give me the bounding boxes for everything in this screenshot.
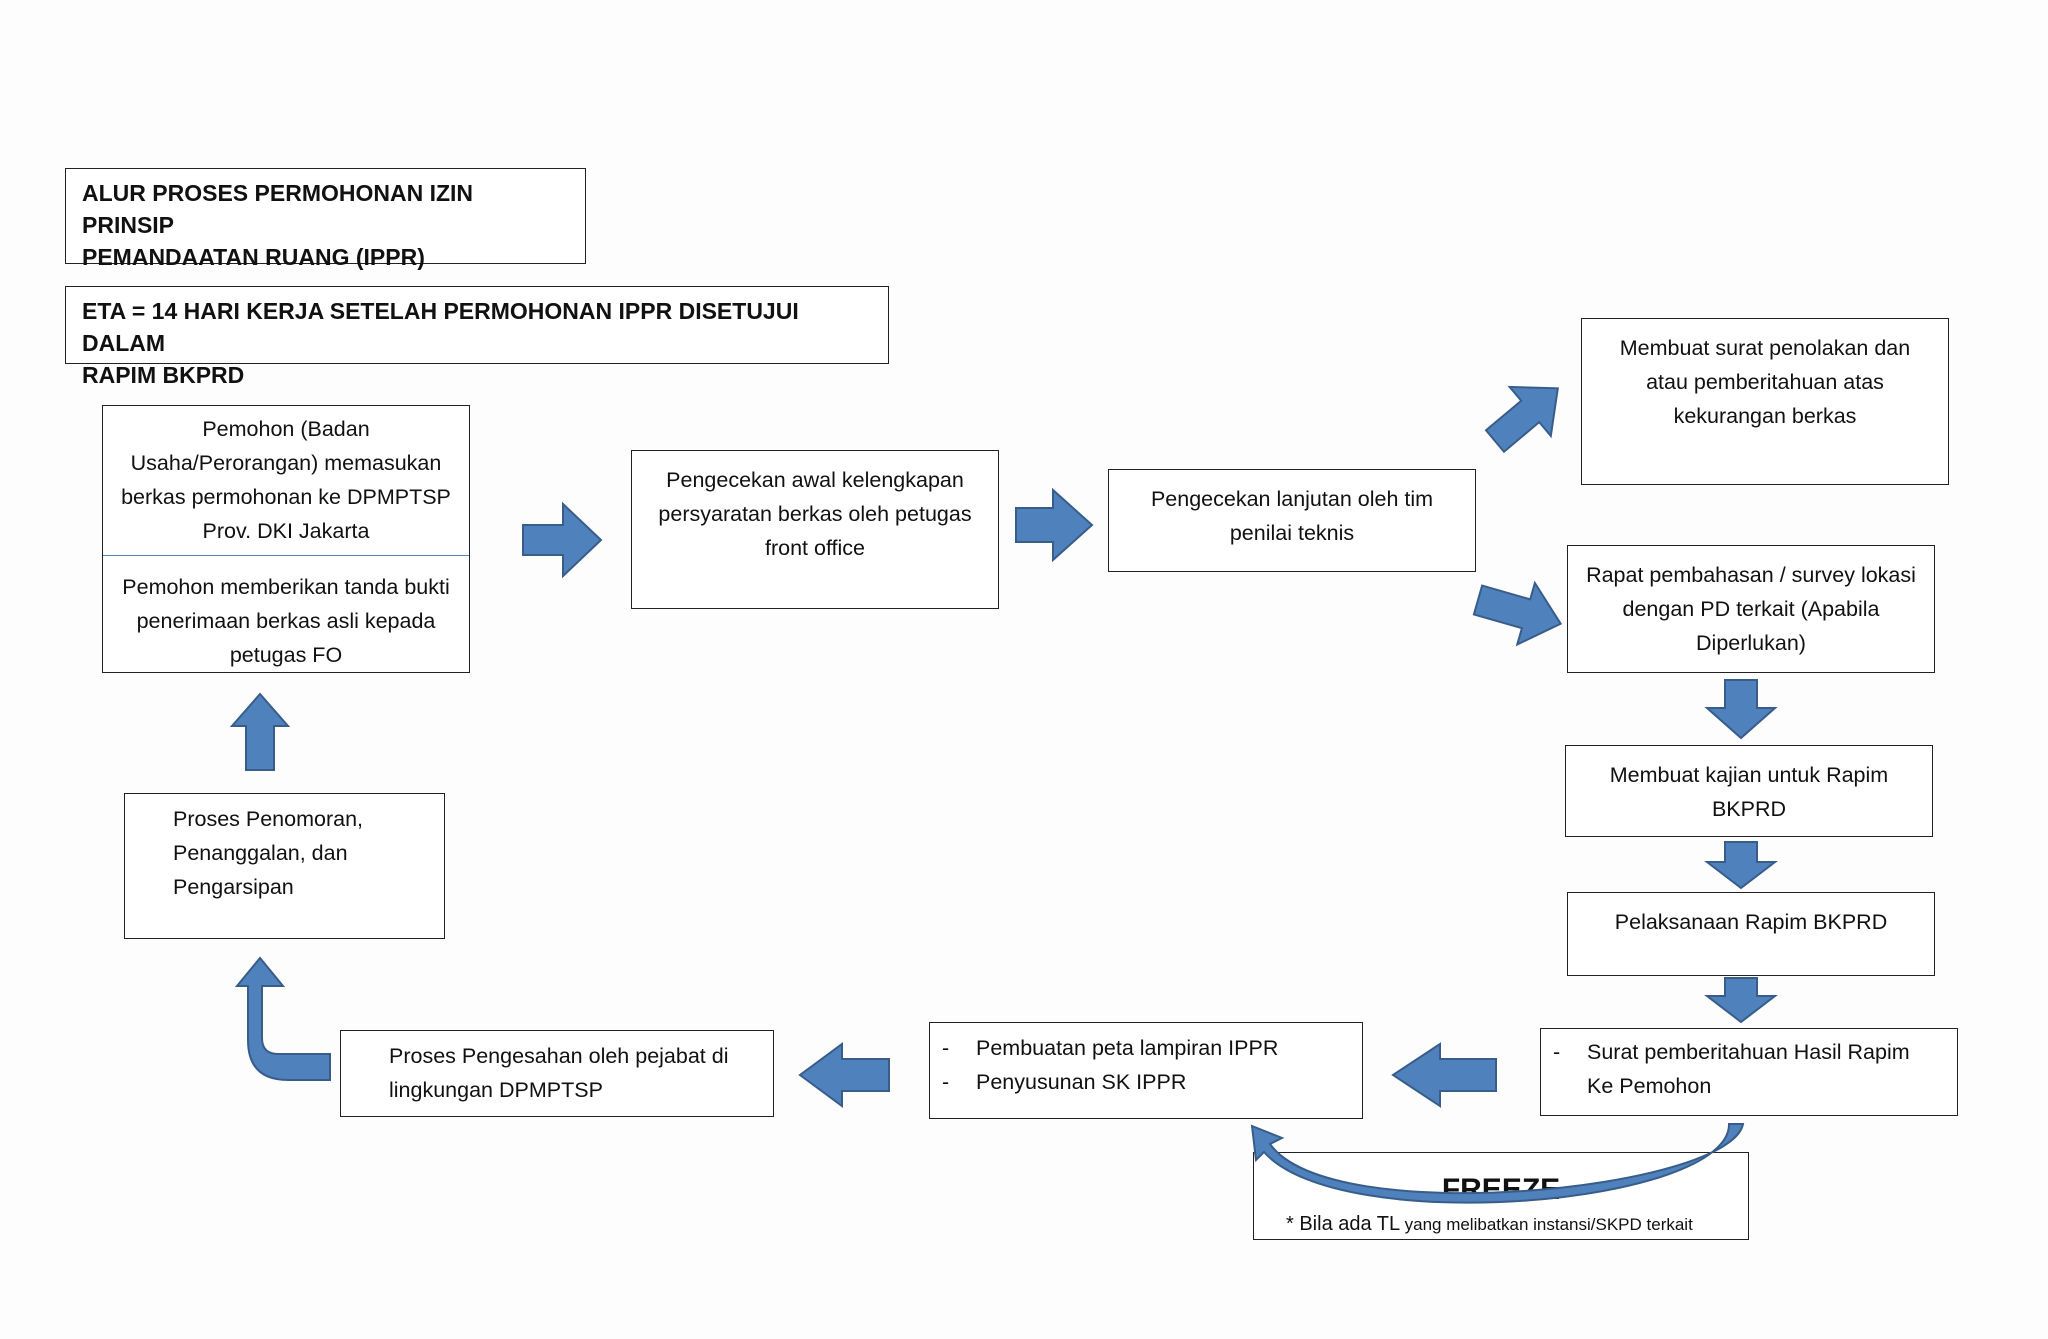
freeze-note-rest: yang melibatkan instansi/SKPD terkait: [1404, 1215, 1693, 1234]
pemohon-receipt-text: Pemohon memberikan tanda bukti penerimaa…: [122, 575, 450, 667]
arrow-lampiran-to-pengesahan: [798, 1042, 890, 1108]
penomoran-text: Proses Penomoran, Penanggalan, dan Penga…: [173, 807, 364, 899]
kajian-rapim-box: Membuat kajian untuk Rapim BKPRD: [1565, 745, 1933, 837]
lampiran-item-peta: Pembuatan peta lampiran IPPR: [930, 1031, 1350, 1065]
freeze-note-star: * Bila ada TL: [1286, 1213, 1401, 1235]
pengecekan-awal-box: Pengecekan awal kelengkapan persyaratan …: [631, 450, 999, 609]
surat-hasil-rapim-item: Surat pemberitahuan Hasil Rapim Ke Pemoh…: [1541, 1035, 1941, 1103]
surat-hasil-rapim-box: Surat pemberitahuan Hasil Rapim Ke Pemoh…: [1540, 1028, 1958, 1116]
pengesahan-box: Proses Pengesahan oleh pejabat di lingku…: [340, 1030, 774, 1117]
arrow-pengesahan-to-penomoran: [234, 956, 331, 1081]
diagram-title-line1: ALUR PROSES PERMOHONAN IZIN PRINSIP: [82, 180, 474, 238]
pengesahan-text: Proses Pengesahan oleh pejabat di lingku…: [389, 1044, 729, 1102]
pelaksanaan-rapim-text: Pelaksanaan Rapim BKPRD: [1614, 910, 1888, 934]
arrow-awal-to-lanjutan: [1015, 487, 1094, 563]
arrow-pemohon-to-awal: [522, 501, 603, 579]
rapat-pembahasan-box: Rapat pembahasan / survey lokasi dengan …: [1567, 545, 1935, 673]
pengecekan-lanjutan-text: Pengecekan lanjutan oleh tim penilai tek…: [1150, 487, 1434, 545]
arrow-penomoran-to-pemohon: [229, 692, 291, 771]
eta-line2: RAPIM BKPRD: [82, 362, 245, 388]
arrow-rapat-to-kajian: [1704, 679, 1778, 740]
freeze-note: * Bila ada TL yang melibatkan instansi/S…: [1286, 1213, 1693, 1236]
pengecekan-lanjutan-box: Pengecekan lanjutan oleh tim penilai tek…: [1108, 469, 1476, 572]
rapat-pembahasan-text: Rapat pembahasan / survey lokasi dengan …: [1586, 563, 1916, 655]
arrow-lanjutan-to-penolakan: [1484, 385, 1559, 454]
surat-penolakan-text: Membuat surat penolakan dan atau pemberi…: [1619, 336, 1911, 428]
arrow-pelaksanaan-to-surat: [1704, 977, 1778, 1024]
lampiran-sk-box: Pembuatan peta lampiran IPPR Penyusunan …: [929, 1022, 1363, 1119]
lampiran-sk-list: Pembuatan peta lampiran IPPR Penyusunan …: [930, 1031, 1350, 1099]
pemohon-divider: [103, 555, 469, 556]
eta-line1: ETA = 14 HARI KERJA SETELAH PERMOHONAN I…: [82, 298, 799, 356]
pemohon-submit-text: Pemohon (Badan Usaha/Perorangan) memasuk…: [121, 417, 451, 543]
pelaksanaan-rapim-box: Pelaksanaan Rapim BKPRD: [1567, 892, 1935, 976]
arrow-surat-to-lampiran: [1391, 1042, 1497, 1108]
arrow-kajian-to-pelaksanaan: [1704, 841, 1778, 890]
surat-penolakan-box: Membuat surat penolakan dan atau pemberi…: [1581, 318, 1949, 485]
eta-box: ETA = 14 HARI KERJA SETELAH PERMOHONAN I…: [65, 286, 889, 388]
penomoran-box: Proses Penomoran, Penanggalan, dan Penga…: [124, 793, 445, 939]
arrow-lanjutan-to-rapat: [1472, 580, 1563, 647]
pemohon-box: Pemohon (Badan Usaha/Perorangan) memasuk…: [102, 405, 470, 673]
diagram-title-box: ALUR PROSES PERMOHONAN IZIN PRINSIP PEMA…: [65, 168, 586, 270]
lampiran-item-sk: Penyusunan SK IPPR: [930, 1065, 1350, 1099]
kajian-rapim-text: Membuat kajian untuk Rapim BKPRD: [1609, 763, 1889, 821]
surat-hasil-rapim-list: Surat pemberitahuan Hasil Rapim Ke Pemoh…: [1541, 1035, 1941, 1103]
pengecekan-awal-text: Pengecekan awal kelengkapan persyaratan …: [658, 468, 972, 560]
diagram-title-line2: PEMANDAATAN RUANG (IPPR): [82, 244, 425, 270]
freeze-curved-arrow: [1250, 1123, 1745, 1204]
